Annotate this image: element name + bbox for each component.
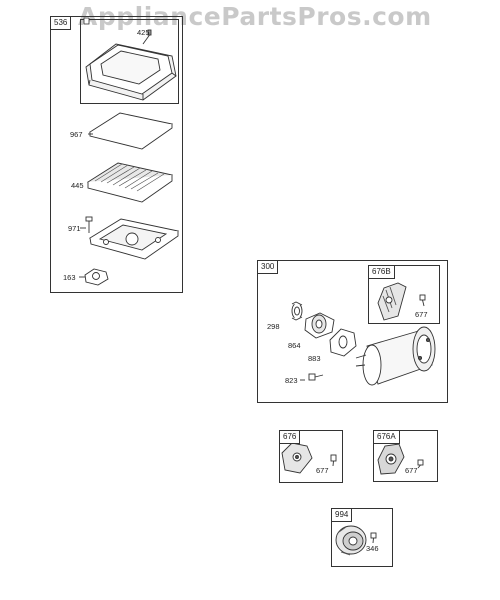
pre-cleaner-part (88, 112, 174, 150)
group-536-box: 536 (50, 16, 183, 293)
part-label-425: 425 (137, 28, 150, 37)
muffler-guard-676-part (281, 442, 313, 474)
group-676-label: 676 (279, 430, 301, 444)
group-676a-label: 676A (373, 430, 400, 444)
screw-677-676-part (330, 454, 337, 467)
cover-subassembly-box (80, 19, 179, 104)
part-label-346: 346 (366, 544, 379, 553)
part-label-163: 163 (63, 273, 76, 282)
air-filter-cartridge-part (86, 162, 174, 203)
air-filter-cover-part (85, 29, 177, 101)
muffler-part (355, 326, 436, 386)
part-label-883: 883 (308, 354, 321, 363)
screw-823-part (300, 373, 324, 381)
part-label-445: 445 (71, 181, 84, 190)
air-cleaner-base-part (88, 218, 180, 260)
screw-346-part (370, 532, 377, 544)
cover-stud-part (83, 17, 90, 25)
part-label-967: 967 (70, 130, 83, 139)
part-label-298: 298 (267, 322, 280, 331)
exhaust-gasket-part (329, 328, 357, 357)
part-label-677-676: 677 (316, 466, 329, 475)
part-label-971: 971 (68, 224, 81, 233)
lock-nut-part (291, 301, 303, 321)
bolt-part (80, 216, 93, 233)
muffler-guard-676a-part (377, 443, 405, 475)
group-994-box: 994 (331, 508, 393, 567)
group-676b-box: 676B (368, 265, 440, 324)
exhaust-pipe-part (304, 312, 335, 339)
part-label-864: 864 (288, 341, 301, 350)
group-300-label: 300 (257, 260, 279, 274)
group-676b-label: 676B (368, 265, 395, 279)
gasket-part (79, 268, 109, 286)
muffler-guard-676b-part (377, 282, 407, 321)
group-676-box: 676 (279, 430, 343, 483)
spark-arrestor-994-part (335, 525, 367, 556)
part-label-677-676a: 677 (405, 466, 418, 475)
group-994-label: 994 (331, 508, 353, 522)
screw-677-676a-part (417, 459, 424, 469)
group-300-box: 300 (257, 260, 448, 403)
screw-677-b-part (419, 294, 426, 307)
group-676a-box: 676A (373, 430, 438, 482)
part-label-677-676b: 677 (415, 310, 428, 319)
group-536-label: 536 (50, 16, 72, 30)
part-label-823: 823 (285, 376, 298, 385)
